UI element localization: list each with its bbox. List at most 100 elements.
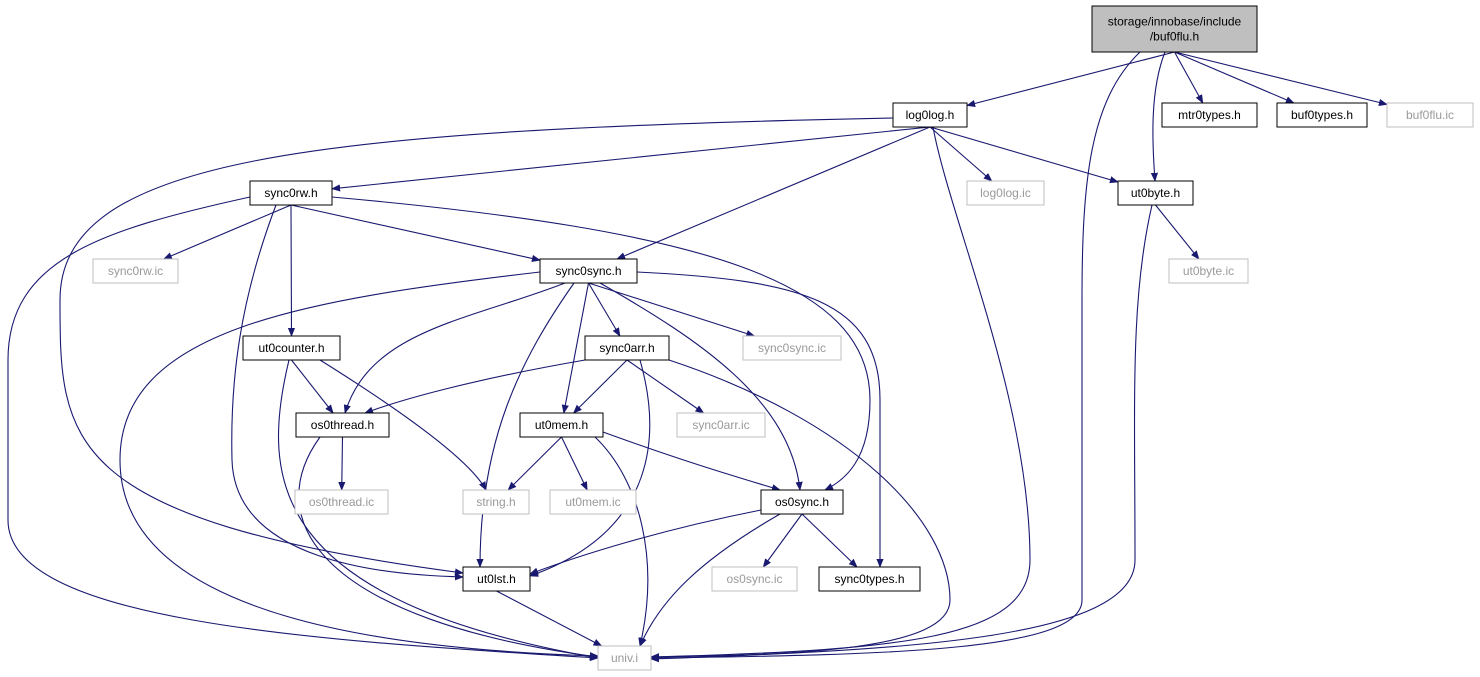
node-box-os0thread: [295, 412, 390, 438]
node-box-log0log_ic: [966, 180, 1045, 206]
edge-sync0rw-to-sync0sync: [290, 204, 541, 262]
node-buf0types[interactable]: buf0types.h: [1276, 102, 1368, 128]
node-label-sync0rw: sync0rw.h: [264, 186, 317, 200]
node-mtr0types[interactable]: mtr0types.h: [1161, 102, 1258, 128]
node-label-string: string.h: [476, 495, 515, 509]
node-box-os0thread_ic: [294, 489, 389, 515]
node-box-buf0flu_ic: [1386, 102, 1474, 128]
edge-log0log-to-ut0lst: [59, 117, 894, 576]
edge-buf0flu-to-univ: [650, 51, 1141, 662]
node-ut0mem[interactable]: ut0mem.h: [519, 412, 604, 438]
node-label-ut0byte: ut0byte.h: [1131, 186, 1180, 200]
node-sync0rw_ic: sync0rw.ic: [92, 258, 179, 284]
node-sync0arr[interactable]: sync0arr.h: [584, 335, 670, 361]
node-box-sync0arr: [584, 335, 670, 361]
edge-buf0flu-to-ut0byte: [1150, 51, 1166, 182]
node-buf0flu[interactable]: storage/innobase/include/buf0flu.h: [1091, 5, 1258, 53]
edge-log0log-to-sync0rw: [331, 126, 931, 192]
node-label-mtr0types: mtr0types.h: [1178, 108, 1241, 122]
edge-buf0flu-to-mtr0types: [1174, 51, 1204, 104]
edge-os0sync-to-univ: [639, 513, 781, 647]
edge-os0sync-to-sync0types: [801, 513, 858, 568]
edge-log0log-to-ut0byte: [929, 126, 1119, 184]
node-sync0sync[interactable]: sync0sync.h: [539, 258, 638, 284]
node-label-ut0mem_ic: ut0mem.ic: [565, 495, 620, 509]
node-ut0byte[interactable]: ut0byte.h: [1117, 180, 1194, 206]
nodes-layer: storage/innobase/include/buf0flu.h log0lo…: [92, 5, 1474, 671]
node-box-sync0sync: [539, 258, 638, 284]
node-box-log0log: [892, 102, 968, 128]
node-univ: univ.i: [597, 645, 652, 671]
edge-sync0sync-to-ut0lst: [476, 282, 575, 568]
edge-ut0counter-to-univ: [277, 359, 599, 661]
edge-sync0rw-to-univ: [7, 196, 599, 662]
node-label-sync0types: sync0types.h: [834, 572, 904, 586]
edge-sync0sync-to-sync0arr: [588, 282, 621, 337]
node-box-buf0types: [1276, 102, 1368, 128]
node-box-mtr0types: [1161, 102, 1258, 128]
node-sync0types[interactable]: sync0types.h: [818, 566, 921, 592]
edge-ut0mem-to-univ: [594, 436, 649, 647]
edge-sync0rw-to-os0sync: [331, 196, 871, 491]
edge-buf0flu-to-log0log: [966, 51, 1175, 107]
node-label-os0sync: os0sync.h: [775, 495, 829, 509]
edge-sync0sync-to-ut0mem: [561, 282, 590, 414]
node-log0log[interactable]: log0log.h: [892, 102, 968, 128]
node-label-ut0byte_ic: ut0byte.ic: [1183, 264, 1234, 278]
edge-sync0sync-to-sync0types: [636, 271, 884, 568]
edge-os0thread-to-os0thread_ic: [338, 436, 346, 491]
edge-sync0arr-to-ut0mem: [572, 359, 628, 414]
node-label-buf0types: buf0types.h: [1291, 108, 1353, 122]
node-ut0byte_ic: ut0byte.ic: [1168, 258, 1249, 284]
edge-sync0arr-to-sync0arr_ic: [626, 359, 705, 414]
node-label-sync0arr_ic: sync0arr.ic: [692, 418, 749, 432]
node-label-os0thread_ic: os0thread.ic: [309, 495, 374, 509]
edge-os0sync-to-os0sync_ic: [762, 513, 803, 568]
edge-sync0sync-to-os0sync: [599, 282, 803, 491]
node-box-univ: [597, 645, 652, 671]
node-os0thread[interactable]: os0thread.h: [295, 412, 390, 438]
node-label-os0sync_ic: os0sync.ic: [726, 572, 782, 586]
node-box-ut0mem_ic: [549, 489, 637, 515]
node-label-ut0counter: ut0counter.h: [258, 341, 324, 355]
node-label-buf0flu-0: storage/innobase/include: [1108, 15, 1242, 29]
node-label-ut0mem: ut0mem.h: [535, 418, 588, 432]
node-label-os0thread: os0thread.h: [311, 418, 374, 432]
edge-sync0rw-to-sync0rw_ic: [162, 204, 292, 260]
edge-ut0lst-to-univ: [496, 590, 603, 647]
edge-sync0arr-to-os0thread: [364, 359, 586, 414]
node-box-ut0lst: [462, 566, 531, 592]
node-sync0rw[interactable]: sync0rw.h: [249, 180, 333, 206]
edges-layer: [7, 51, 1388, 663]
edge-sync0sync-to-os0thread: [343, 282, 566, 414]
node-ut0mem_ic: ut0mem.ic: [549, 489, 637, 515]
edge-ut0counter-to-os0thread: [291, 359, 334, 414]
node-os0sync[interactable]: os0sync.h: [760, 489, 844, 515]
node-box-sync0rw_ic: [92, 258, 179, 284]
node-os0sync_ic: os0sync.ic: [711, 566, 798, 592]
node-box-string: [462, 489, 530, 515]
node-box-sync0rw: [249, 180, 333, 206]
node-label-buf0flu_ic: buf0flu.ic: [1406, 108, 1454, 122]
node-ut0counter[interactable]: ut0counter.h: [242, 335, 341, 361]
node-box-sync0arr_ic: [676, 412, 766, 438]
node-box-os0sync: [760, 489, 844, 515]
edge-sync0sync-to-univ: [119, 271, 599, 660]
edge-sync0rw-to-ut0counter: [287, 204, 296, 337]
node-ut0lst[interactable]: ut0lst.h: [462, 566, 531, 592]
node-box-ut0counter: [242, 335, 341, 361]
edge-sync0sync-to-sync0sync_ic: [588, 282, 756, 337]
edge-ut0counter-to-string: [319, 359, 487, 491]
node-label-sync0arr: sync0arr.h: [599, 341, 654, 355]
edge-sync0rw-to-ut0lst: [231, 204, 464, 581]
edge-ut0byte-to-univ: [650, 204, 1153, 663]
edge-log0log-to-log0log_ic: [929, 126, 993, 182]
node-box-os0sync_ic: [711, 566, 798, 592]
node-log0log_ic: log0log.ic: [966, 180, 1045, 206]
node-buf0flu_ic: buf0flu.ic: [1386, 102, 1474, 128]
node-label-univ: univ.i: [611, 651, 638, 665]
edge-os0sync-to-ut0lst: [529, 509, 762, 575]
node-string: string.h: [462, 489, 530, 515]
node-label-sync0sync: sync0sync.h: [555, 264, 621, 278]
